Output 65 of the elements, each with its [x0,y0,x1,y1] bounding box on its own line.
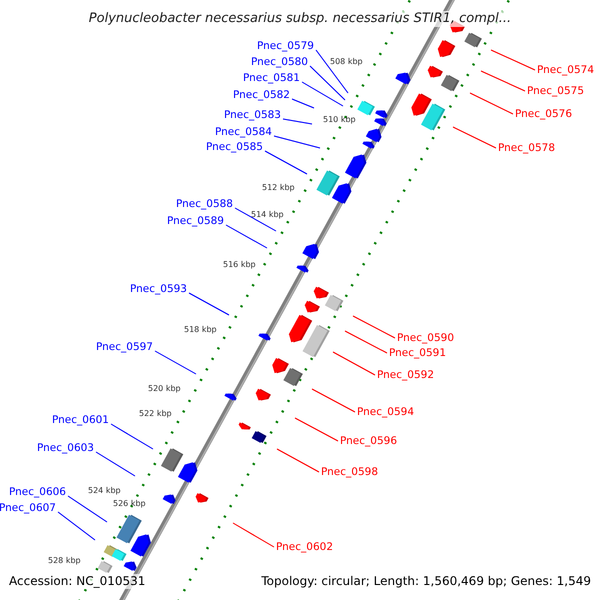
leader-line [490,50,536,70]
position-label: 514 kbp [251,210,284,219]
gene-label: Pnec_0607 [0,502,56,515]
gene-label: Pnec_0597 [96,341,153,354]
gene-label: Pnec_0602 [276,541,334,554]
leader-line [292,98,314,108]
position-label: 522 kbp [139,409,172,418]
gene-label: Pnec_0598 [321,466,378,479]
gene-label: Pnec_0574 [537,64,594,77]
gene-label: Pnec_0582 [232,89,290,102]
position-label: 516 kbp [223,260,256,269]
gene-label: Pnec_0601 [52,414,109,427]
gene-label: Pnec_0594 [357,406,414,419]
gene-label: Pnec_0596 [340,435,398,448]
gene-label: Pnec_0580 [250,56,308,69]
gene-label: Pnec_0576 [515,108,572,121]
position-label: 508 kbp [330,57,363,66]
genome-info-label: Topology: circular; Length: 1,560,469 bp; Genes: 1,549 [261,574,591,589]
accession-label: Accession: NC_010531 [9,574,146,589]
leader-line [234,208,276,232]
gene-label: Pnec_0575 [527,85,584,98]
leader-line [312,388,356,412]
gene-label: Pnec_0591 [389,347,446,360]
leader-line [310,66,346,100]
gene-label: Pnec_0588 [176,198,233,211]
position-label: 512 kbp [262,183,295,192]
position-label: 528 kbp [48,556,81,565]
leader-line [188,292,230,316]
position-label: 510 kbp [323,115,356,124]
leader-line [452,126,496,148]
gene-label: Pnec_0590 [397,332,454,345]
leader-line [68,496,108,522]
leader-line [302,82,344,106]
leader-line [470,92,514,114]
leader-line [58,512,96,540]
leader-line [332,352,376,376]
gene-label: Pnec_0585 [206,141,263,154]
leader-line [344,330,388,354]
gene-label: Pnec_0589 [166,215,224,228]
gene-label: Pnec_0606 [8,486,66,499]
leader-line [226,224,268,248]
position-label: 524 kbp [88,486,121,495]
leader-line [276,448,320,472]
position-label: 526 kbp [113,499,146,508]
leader-line [294,418,338,442]
leader-line [274,136,320,148]
gene-label: Pnec_0581 [242,72,300,85]
leader-line [352,316,396,338]
leader-line [480,70,526,92]
gene-label: Pnec_0593 [130,283,187,296]
gene-label: Pnec_0603 [36,442,94,455]
gene-label: Pnec_0584 [214,126,272,139]
gene-label: Pnec_0592 [377,369,434,382]
leader-line [232,522,274,548]
leader-line [96,452,136,476]
position-label: 518 kbp [184,325,217,334]
leader-line [282,118,312,124]
leader-line [110,424,154,450]
leader-line [264,150,308,174]
leader-line [154,350,196,374]
leader-line [316,50,348,94]
gene-label: Pnec_0579 [256,40,314,53]
position-label: 520 kbp [148,384,181,393]
gene-label: Pnec_0583 [224,109,281,122]
gene-label: Pnec_0578 [498,142,556,155]
